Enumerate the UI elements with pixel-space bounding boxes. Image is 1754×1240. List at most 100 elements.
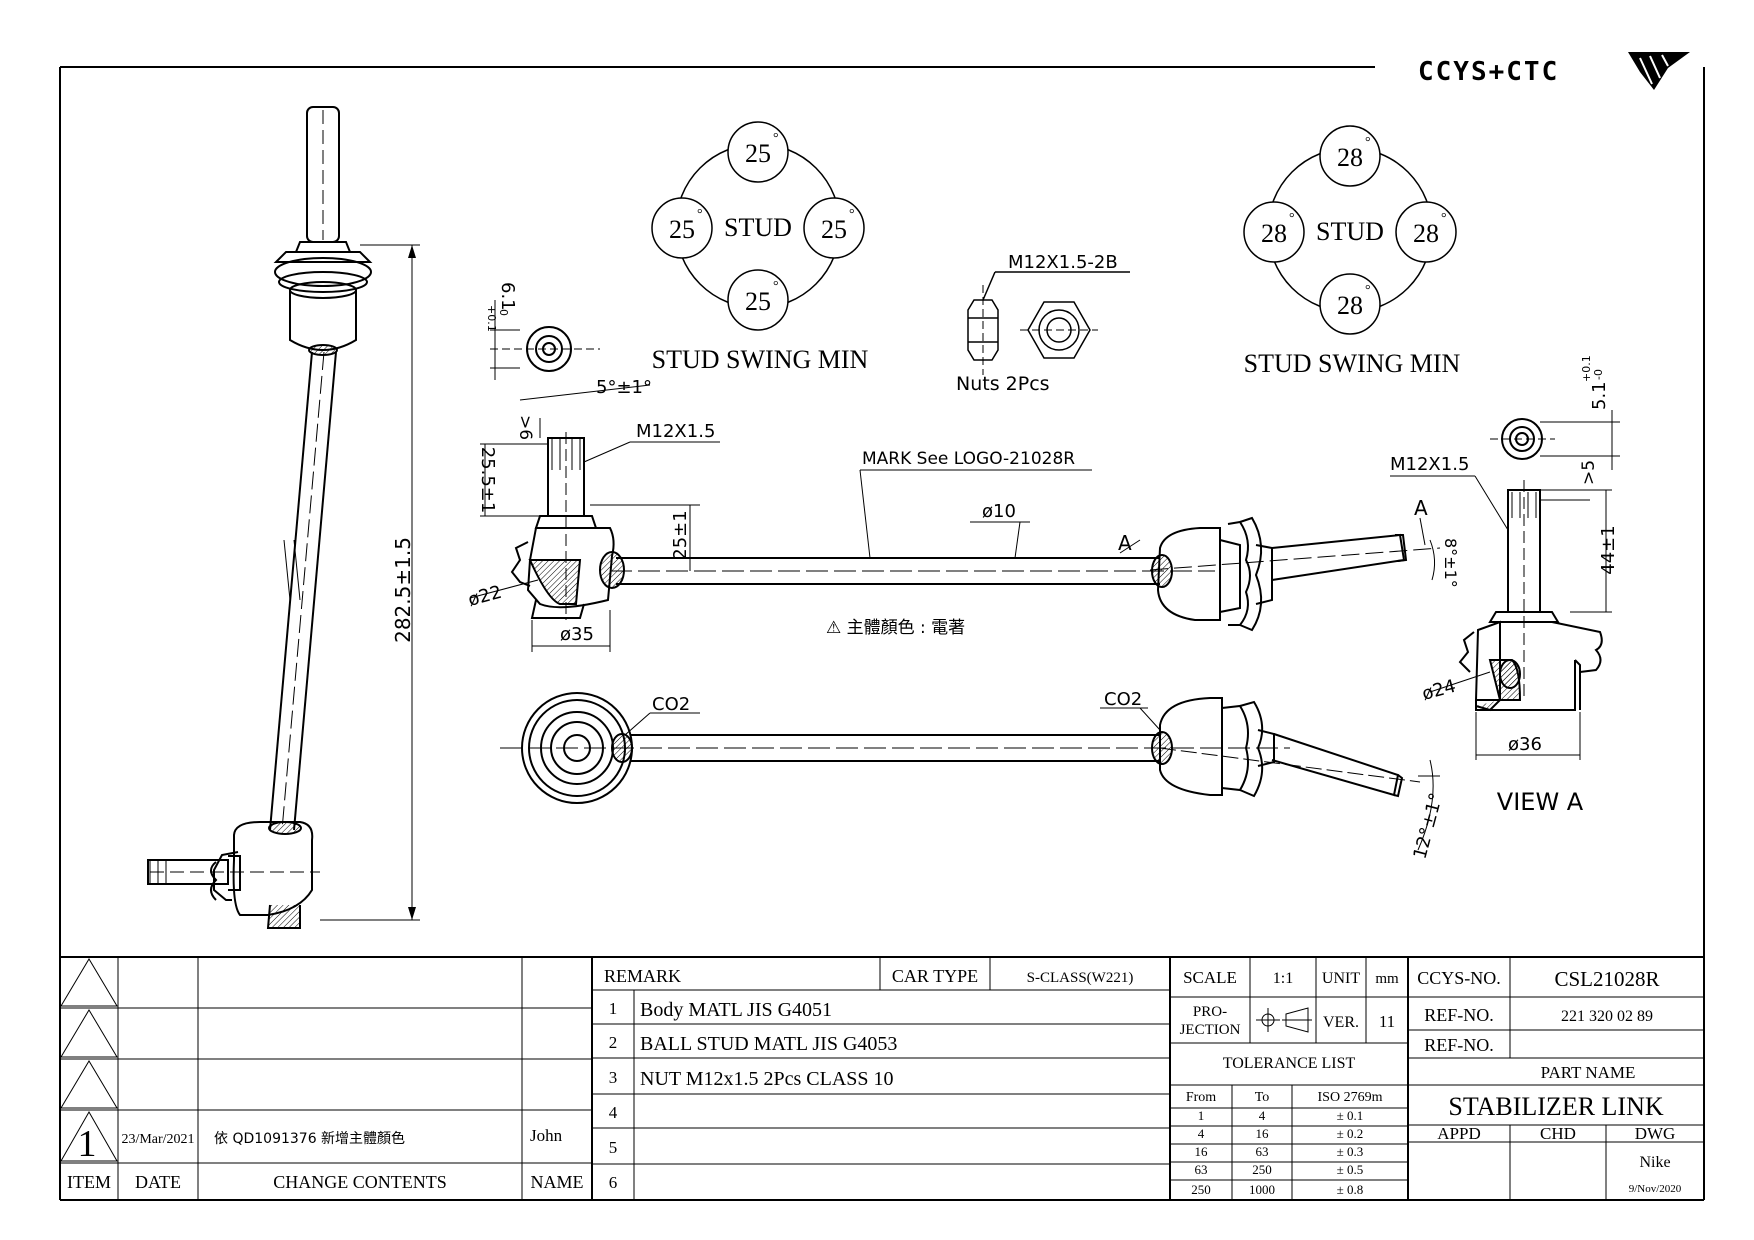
tolerance-cell: 250 — [1252, 1162, 1272, 1177]
degree-mark: ° — [1441, 211, 1447, 226]
car-type-value: S-CLASS(W221) — [1027, 970, 1134, 986]
degree-mark: ° — [773, 279, 779, 294]
degree-mark: ° — [697, 207, 703, 222]
logo-mark-icon — [1628, 52, 1690, 90]
tolerance-cell: ± 0.5 — [1337, 1162, 1364, 1177]
tolerance-cell: 1 — [1198, 1108, 1205, 1123]
degree-mark: ° — [849, 207, 855, 222]
ccys-no-label: CCYS-NO. — [1417, 968, 1501, 988]
dim-housing-36: ø36 — [1508, 734, 1542, 755]
logo-text: CCYS+CTC — [1418, 57, 1559, 87]
drawn-date: 9/Nov/2020 — [1629, 1183, 1682, 1195]
dim-angle-12: 12°±1° — [1410, 791, 1448, 862]
swing-angle-left: 28 — [1261, 219, 1287, 248]
stud-label: STUD — [1316, 217, 1384, 246]
dim-stud-length-left: 25.5±1 — [477, 447, 498, 514]
tolerance-cell: 250 — [1191, 1182, 1211, 1197]
ref-no-label: REF-NO. — [1424, 1005, 1494, 1025]
tolerance-cell: ± 0.8 — [1337, 1182, 1364, 1197]
header-date: DATE — [135, 1172, 181, 1192]
projection-label: PRO- — [1193, 1004, 1227, 1020]
stud-swing-diagram-right — [1243, 125, 1457, 335]
tolerance-header: ISO 2769m — [1318, 1090, 1383, 1105]
tolerance-cell: 16 — [1195, 1144, 1209, 1159]
remark-text: Body MATL JIS G4051 — [640, 999, 832, 1021]
dim-housing-35: ø35 — [560, 624, 594, 645]
tolerance-cell: ± 0.1 — [1337, 1108, 1364, 1123]
dim-ball-diameter-22: ø22 — [466, 582, 504, 611]
swing-angle-left: 25 — [669, 215, 695, 244]
stud-swing-title: STUD SWING MIN — [1244, 349, 1461, 378]
stud-swing-diagram-left — [651, 121, 865, 331]
scale-label: SCALE — [1183, 968, 1237, 987]
swing-angle-bottom: 25 — [745, 287, 771, 316]
dim-stud-44: 44±1 — [1598, 525, 1619, 574]
tolerance-cell: 63 — [1256, 1144, 1269, 1159]
swing-angle-right: 28 — [1413, 219, 1439, 248]
part-name-label: PART NAME — [1541, 1063, 1636, 1082]
revision-date: 23/Mar/2021 — [121, 1132, 194, 1147]
dim-rod-diameter: ø10 — [982, 501, 1016, 522]
scale-value: 1:1 — [1273, 970, 1293, 987]
drawn-label: DWG — [1635, 1124, 1676, 1143]
remark-number: 4 — [609, 1103, 618, 1122]
remark-number: 3 — [609, 1068, 618, 1087]
tolerance-cell: 1000 — [1249, 1182, 1275, 1197]
remark-number: 2 — [609, 1033, 618, 1052]
projection-label: JECTION — [1180, 1022, 1241, 1038]
revision-item-number: 1 — [78, 1123, 97, 1165]
tolerance-cell: 63 — [1195, 1162, 1208, 1177]
car-type-label: CAR TYPE — [892, 966, 978, 986]
dim-tolerance-plus: +0.1 — [485, 305, 498, 332]
swing-angle-top: 28 — [1337, 143, 1363, 172]
header-name: NAME — [531, 1172, 584, 1192]
color-note: ⚠ 主體顏色 : 電著 — [826, 618, 965, 638]
part-name-value: STABILIZER LINK — [1448, 1092, 1663, 1121]
tolerance-cell: 16 — [1256, 1126, 1270, 1141]
section-marker-a: A — [1118, 531, 1132, 555]
dim-gt6: >6 — [515, 415, 535, 440]
title-block-grid — [60, 956, 1704, 1200]
dim-washer-thickness-right: 5.1 — [1589, 381, 1610, 410]
dim-overall-length: 282.5±1.5 — [391, 537, 415, 643]
unit-label: UNIT — [1322, 970, 1360, 987]
swing-angle-bottom: 28 — [1337, 291, 1363, 320]
dim-tolerance-minus: -0 — [497, 305, 510, 316]
nut-drawing — [967, 271, 1130, 375]
stud-label: STUD — [724, 213, 792, 242]
header-change-contents: CHANGE CONTENTS — [273, 1172, 447, 1192]
dim-washer-thickness-left: 6.1 — [497, 282, 518, 311]
degree-mark: ° — [1365, 283, 1371, 298]
chamfer-label-left: CO2 — [652, 694, 690, 715]
dim-gt5: >5 — [1579, 460, 1599, 485]
tolerance-header: To — [1255, 1090, 1270, 1105]
remark-number: 1 — [609, 999, 618, 1018]
swing-angle-top: 25 — [745, 139, 771, 168]
tolerance-cell: ± 0.2 — [1337, 1126, 1364, 1141]
tolerance-cell: 4 — [1198, 1126, 1205, 1141]
header-item: ITEM — [67, 1172, 111, 1192]
tolerance-cell: ± 0.3 — [1337, 1144, 1364, 1159]
thread-label-right: M12X1.5 — [1390, 454, 1469, 475]
remark-text: BALL STUD MATL JIS G4053 — [640, 1033, 897, 1055]
company-logo: CCYS+CTC — [1418, 52, 1690, 90]
ref-no-label: REF-NO. — [1424, 1035, 1494, 1055]
degree-mark: ° — [1289, 211, 1295, 226]
swing-angle-right: 25 — [821, 215, 847, 244]
degree-mark: ° — [773, 131, 779, 146]
main-side-view — [469, 300, 1441, 652]
chamfer-label-right: CO2 — [1104, 689, 1142, 710]
unit-value: mm — [1375, 971, 1399, 987]
remark-number: 5 — [609, 1138, 618, 1157]
version-label: VER. — [1323, 1014, 1359, 1031]
revision-name: John — [530, 1126, 563, 1145]
dim-angle-8: 8°±1° — [1441, 538, 1460, 588]
ccys-no-value: CSL21028R — [1554, 967, 1659, 991]
dim-stud-angle: 5°±1° — [596, 377, 652, 398]
checked-label: CHD — [1540, 1124, 1576, 1143]
approved-label: APPD — [1437, 1124, 1480, 1143]
dim-tolerance-minus: -0 — [1592, 369, 1605, 380]
thread-label-left: M12X1.5 — [636, 421, 715, 442]
remark-text: NUT M12x1.5 2Pcs CLASS 10 — [640, 1068, 894, 1090]
